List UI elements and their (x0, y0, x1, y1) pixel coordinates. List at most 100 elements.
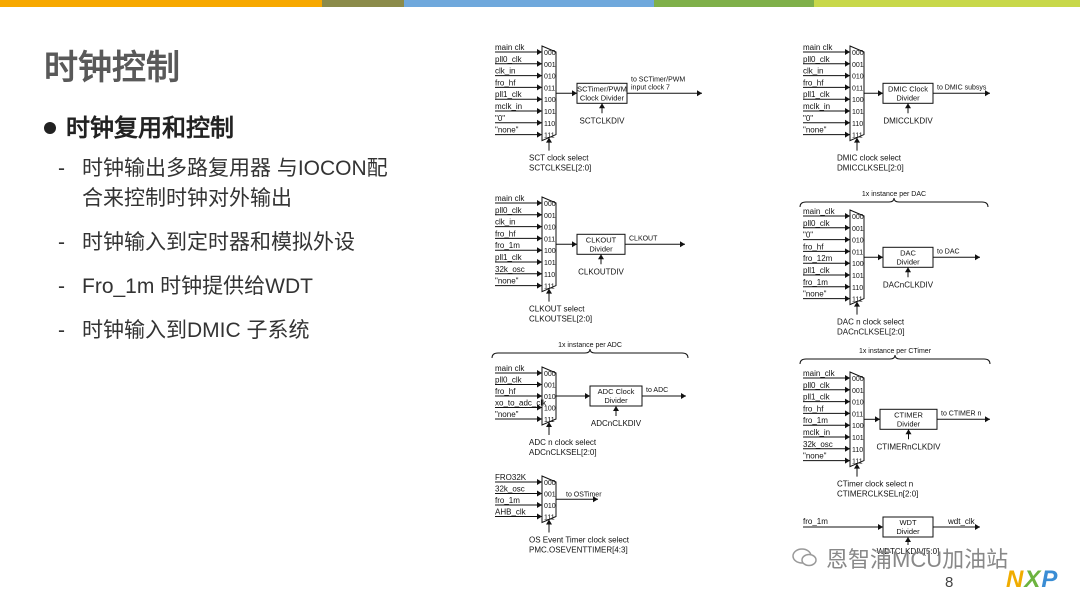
dmic-select-label: DMIC clock select (837, 154, 902, 163)
adc-out-arrow (681, 393, 686, 399)
sct-input-arrow-7 (537, 131, 542, 138)
sct-mux (541, 45, 557, 142)
adc-code-4: 111 (544, 417, 555, 424)
sct-input-arrow-2 (537, 72, 542, 79)
sct-code-7: 111 (544, 133, 555, 140)
ctimer-select-reg: CTIMERCLKSELn[2:0] (837, 490, 918, 499)
clkout-select-label: CLKOUT select (529, 305, 585, 314)
wdt-out-arrow (975, 524, 980, 530)
dmic-input-0: main clk (803, 43, 833, 52)
dmic-input-7: "none" (803, 126, 827, 135)
sct-code-2: 010 (544, 74, 556, 81)
sub-bullet-4: -时钟输入到DMIC 子系统 (58, 319, 310, 342)
dmic-select-reg: DMICCLKSEL[2:0] (837, 164, 904, 173)
clkout-code-1: 001 (544, 213, 556, 220)
sct-select-reg: SCTCLKSEL[2:0] (529, 164, 591, 173)
adc-code-1: 001 (544, 383, 556, 390)
clkout-input-arrow-0 (537, 200, 542, 206)
ctimer-mux (849, 371, 865, 468)
dmic-code-4: 100 (852, 97, 864, 104)
sub-bullet-2: -时钟输入到定时器和模拟外设 (58, 231, 355, 254)
sct-mux-to-div-arrow (572, 90, 577, 97)
dmic-code-6: 110 (852, 121, 863, 128)
ostimer-input-0: FRO32K (495, 473, 527, 482)
sct-input-3: fro_hf (495, 78, 516, 87)
ctimer-input-arrow-4 (845, 422, 850, 429)
bar-segment-green (654, 0, 814, 7)
clkout-input-0: main clk (495, 194, 525, 203)
ostimer-input-arrow-0 (537, 479, 542, 485)
clkout-code-0: 000 (544, 201, 556, 208)
ostimer-input-1: 32k_osc (495, 485, 525, 494)
adc-input-2: fro_hf (495, 387, 516, 396)
ctimer-code-2: 010 (852, 400, 864, 407)
sct-input-5: mclk_in (495, 102, 522, 111)
dmic-input-2: clk_in (803, 67, 823, 76)
watermark-text: 恩智浦MCU加油站 (826, 547, 1009, 572)
sct-code-0: 000 (544, 50, 556, 57)
sct-code-3: 011 (544, 85, 555, 92)
dac-select-arrow (854, 301, 860, 307)
clkout-input-5: pll1_clk (495, 253, 523, 262)
sct-input-arrow-1 (537, 60, 542, 67)
dmic-divider-label-2: Divider (896, 93, 920, 102)
clkout-input-4: fro_1m (495, 241, 520, 250)
dac-input-4: fro_12m (803, 254, 833, 263)
clkout-code-5: 101 (544, 260, 556, 267)
dac-input-6: fro_1m (803, 278, 828, 287)
dac-input-arrow-4 (845, 260, 850, 267)
dac-code-3: 011 (852, 249, 863, 256)
ctimer-input-0: main_clk (803, 369, 836, 378)
wdt-input-label: fro_1m (803, 517, 828, 526)
clkout-code-4: 100 (544, 248, 556, 255)
ctimer-code-4: 100 (852, 423, 864, 430)
clock-diagram: main clk 000 pll0_clk 001 clk_in 010 fro_hf 011… (491, 43, 991, 556)
clkout-out-label-0: CLKOUT (629, 235, 658, 242)
clkout-select-arrow (546, 288, 552, 294)
clkout-select-reg: CLKOUTSEL[2:0] (529, 315, 592, 324)
adc-input-4: "none" (495, 410, 519, 419)
adc-div-reg-arrow (613, 406, 619, 411)
sct-input-2: clk_in (495, 67, 515, 76)
ctimer-div-reg-arrow (905, 429, 912, 435)
dac-input-7: "none" (803, 290, 827, 299)
sct-out-arrow (697, 90, 702, 97)
dac-input-2: "0" (803, 231, 813, 240)
clkout-div-reg: CLKOUTDIV (578, 267, 624, 276)
dac-select-reg: DACnCLKSEL[2:0] (837, 328, 905, 337)
ctimer-code-6: 110 (852, 447, 863, 454)
ctimer-input-arrow-1 (845, 386, 850, 393)
dac-code-7: 111 (852, 297, 863, 304)
ctimer-input-arrow-0 (845, 375, 850, 381)
dmic-input-4: pll1_clk (803, 90, 831, 99)
sct-code-6: 110 (544, 121, 555, 128)
dmic-out-arrow (985, 90, 990, 97)
adc-input-arrow-1 (537, 381, 542, 388)
dmic-code-7: 111 (852, 133, 863, 140)
ostimer-code-1: 001 (544, 492, 556, 499)
dac-input-arrow-1 (845, 224, 850, 231)
main-bullet: 时钟复用和控制 (44, 108, 234, 143)
page-number: 8 (945, 574, 954, 591)
dmic-input-arrow-4 (845, 96, 850, 103)
dmic-input-arrow-1 (845, 60, 850, 67)
dmic-input-5: mclk_in (803, 102, 830, 111)
ctimer-code-0: 000 (852, 376, 864, 383)
adc-input-arrow-3 (537, 404, 542, 411)
ostimer-mux (541, 475, 557, 524)
sct-divider-label-2: Clock Divider (580, 93, 625, 102)
clkout-input-arrow-4 (537, 247, 542, 254)
dac-divider-label-1: DAC (900, 248, 916, 257)
ctimer-input-2: pll1_clk (803, 393, 831, 402)
sct-input-arrow-5 (537, 108, 542, 114)
ctimer-input-arrow-5 (845, 434, 850, 440)
sct-divider-label-1: SCTimer/PWM (577, 84, 627, 93)
dac-input-arrow-7 (845, 295, 850, 302)
dac-div-reg: DACnCLKDIV (883, 280, 934, 289)
dac-divider-label-2: Divider (896, 257, 920, 266)
dac-input-1: pll0_clk (803, 219, 831, 228)
ctimer-input-arrow-7 (845, 457, 850, 464)
sct-input-arrow-0 (537, 49, 542, 55)
dac-mux (849, 209, 865, 306)
adc-input-arrow-0 (537, 370, 542, 376)
